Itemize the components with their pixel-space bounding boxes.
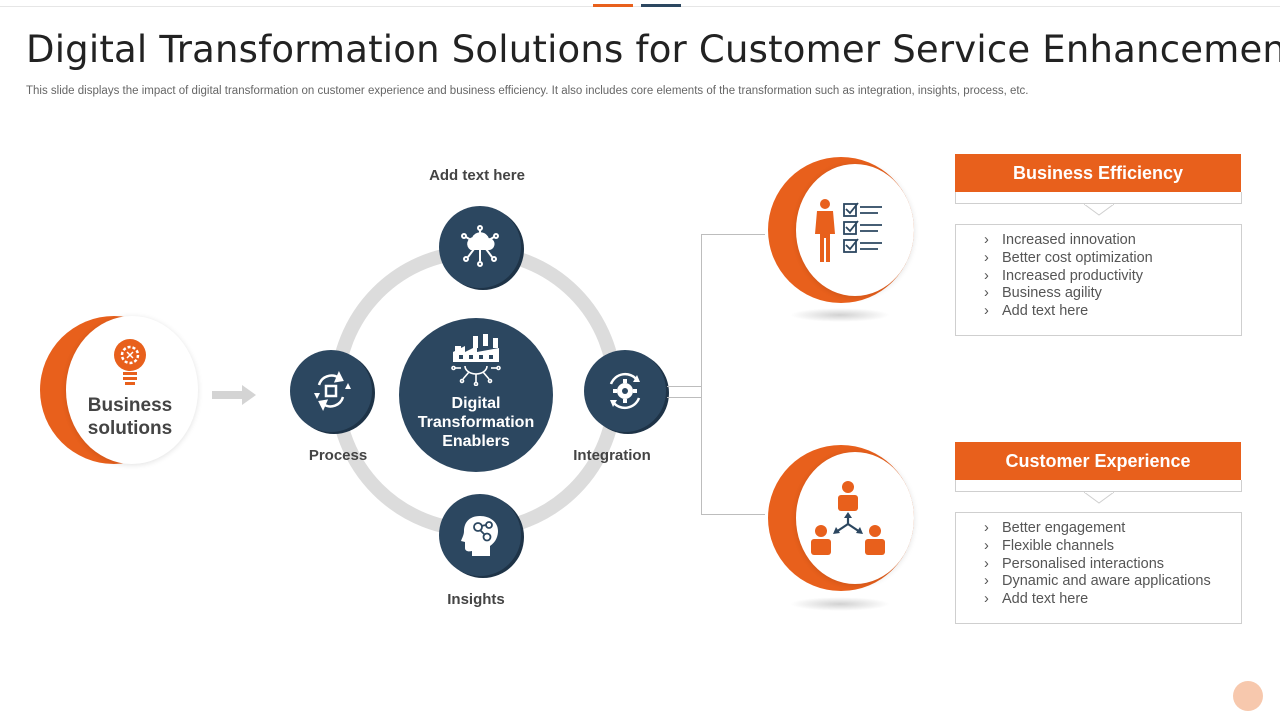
cloud-network-node [439,206,521,288]
list-item: ›Better engagement [984,520,1126,536]
gear-cycle-icon [609,372,641,410]
center-enablers-label: Digital Transformation Enablers [410,394,542,451]
efficiency-shadow [790,308,890,322]
cloud-network-icon [461,225,499,267]
customer-experience-list: ›Better engagement ›Flexible channels ›P… [984,520,1211,609]
insights-node [439,494,521,576]
connector-vertical [701,234,702,515]
process-node [290,350,372,432]
people-network-icon [809,480,887,563]
cycle-top-label: Add text here [429,167,525,184]
center-line1: Digital [451,395,501,412]
business-solutions-line2: solutions [87,418,173,439]
experience-shadow [790,597,890,611]
business-efficiency-list-box: ›Increased innovation ›Better cost optim… [955,224,1242,336]
insights-label: Insights [447,591,505,608]
center-line2: Transformation [417,414,535,431]
list-item: ›Flexible channels [984,537,1115,554]
list-item: ›Business agility [984,285,1102,302]
person-checklist-icon [812,198,884,269]
slide-subtitle: This slide displays the impact of digita… [26,85,1029,97]
head-insights-icon [461,516,498,556]
center-line3: Enablers [442,433,510,450]
list-item: ›Increased innovation [984,232,1136,248]
top-divider [0,6,1280,7]
list-item: ›Dynamic and aware applications [984,573,1211,590]
business-solutions-line1: Business [87,395,173,416]
list-item: ›Add text here [984,591,1089,608]
top-accent-orange [593,4,633,7]
business-efficiency-header: Business Efficiency [955,154,1241,192]
customer-experience-header: Customer Experience [955,442,1241,480]
slide-title: Digital Transformation Solutions for Cus… [26,28,1280,71]
list-item: ›Increased productivity [984,267,1144,284]
list-item: ›Add text here [984,303,1089,320]
top-accent-navy [641,4,681,7]
connector-to-experience [701,514,765,515]
connector-main [667,386,701,387]
customer-experience-circle [796,452,914,584]
corner-decoration [1233,681,1263,711]
customer-experience-pointer [1082,491,1116,509]
integration-label: Integration [573,447,651,464]
business-efficiency-list: ›Increased innovation ›Better cost optim… [984,232,1153,321]
integration-node [584,350,666,432]
process-cycle-icon [314,371,351,411]
business-efficiency-pointer [1082,203,1116,221]
connector-to-efficiency [701,234,765,235]
process-label: Process [308,447,368,464]
customer-experience-list-box: ›Better engagement ›Flexible channels ›P… [955,512,1242,624]
list-item: ›Better cost optimization [984,249,1153,266]
lightbulb-gear-icon [112,338,148,390]
business-solutions-label: Business solutions [75,394,185,440]
connector-main-lower [667,397,701,398]
factory-circuit-icon [451,332,501,391]
arrow-right-icon [212,385,256,410]
list-item: ›Personalised interactions [984,555,1165,572]
